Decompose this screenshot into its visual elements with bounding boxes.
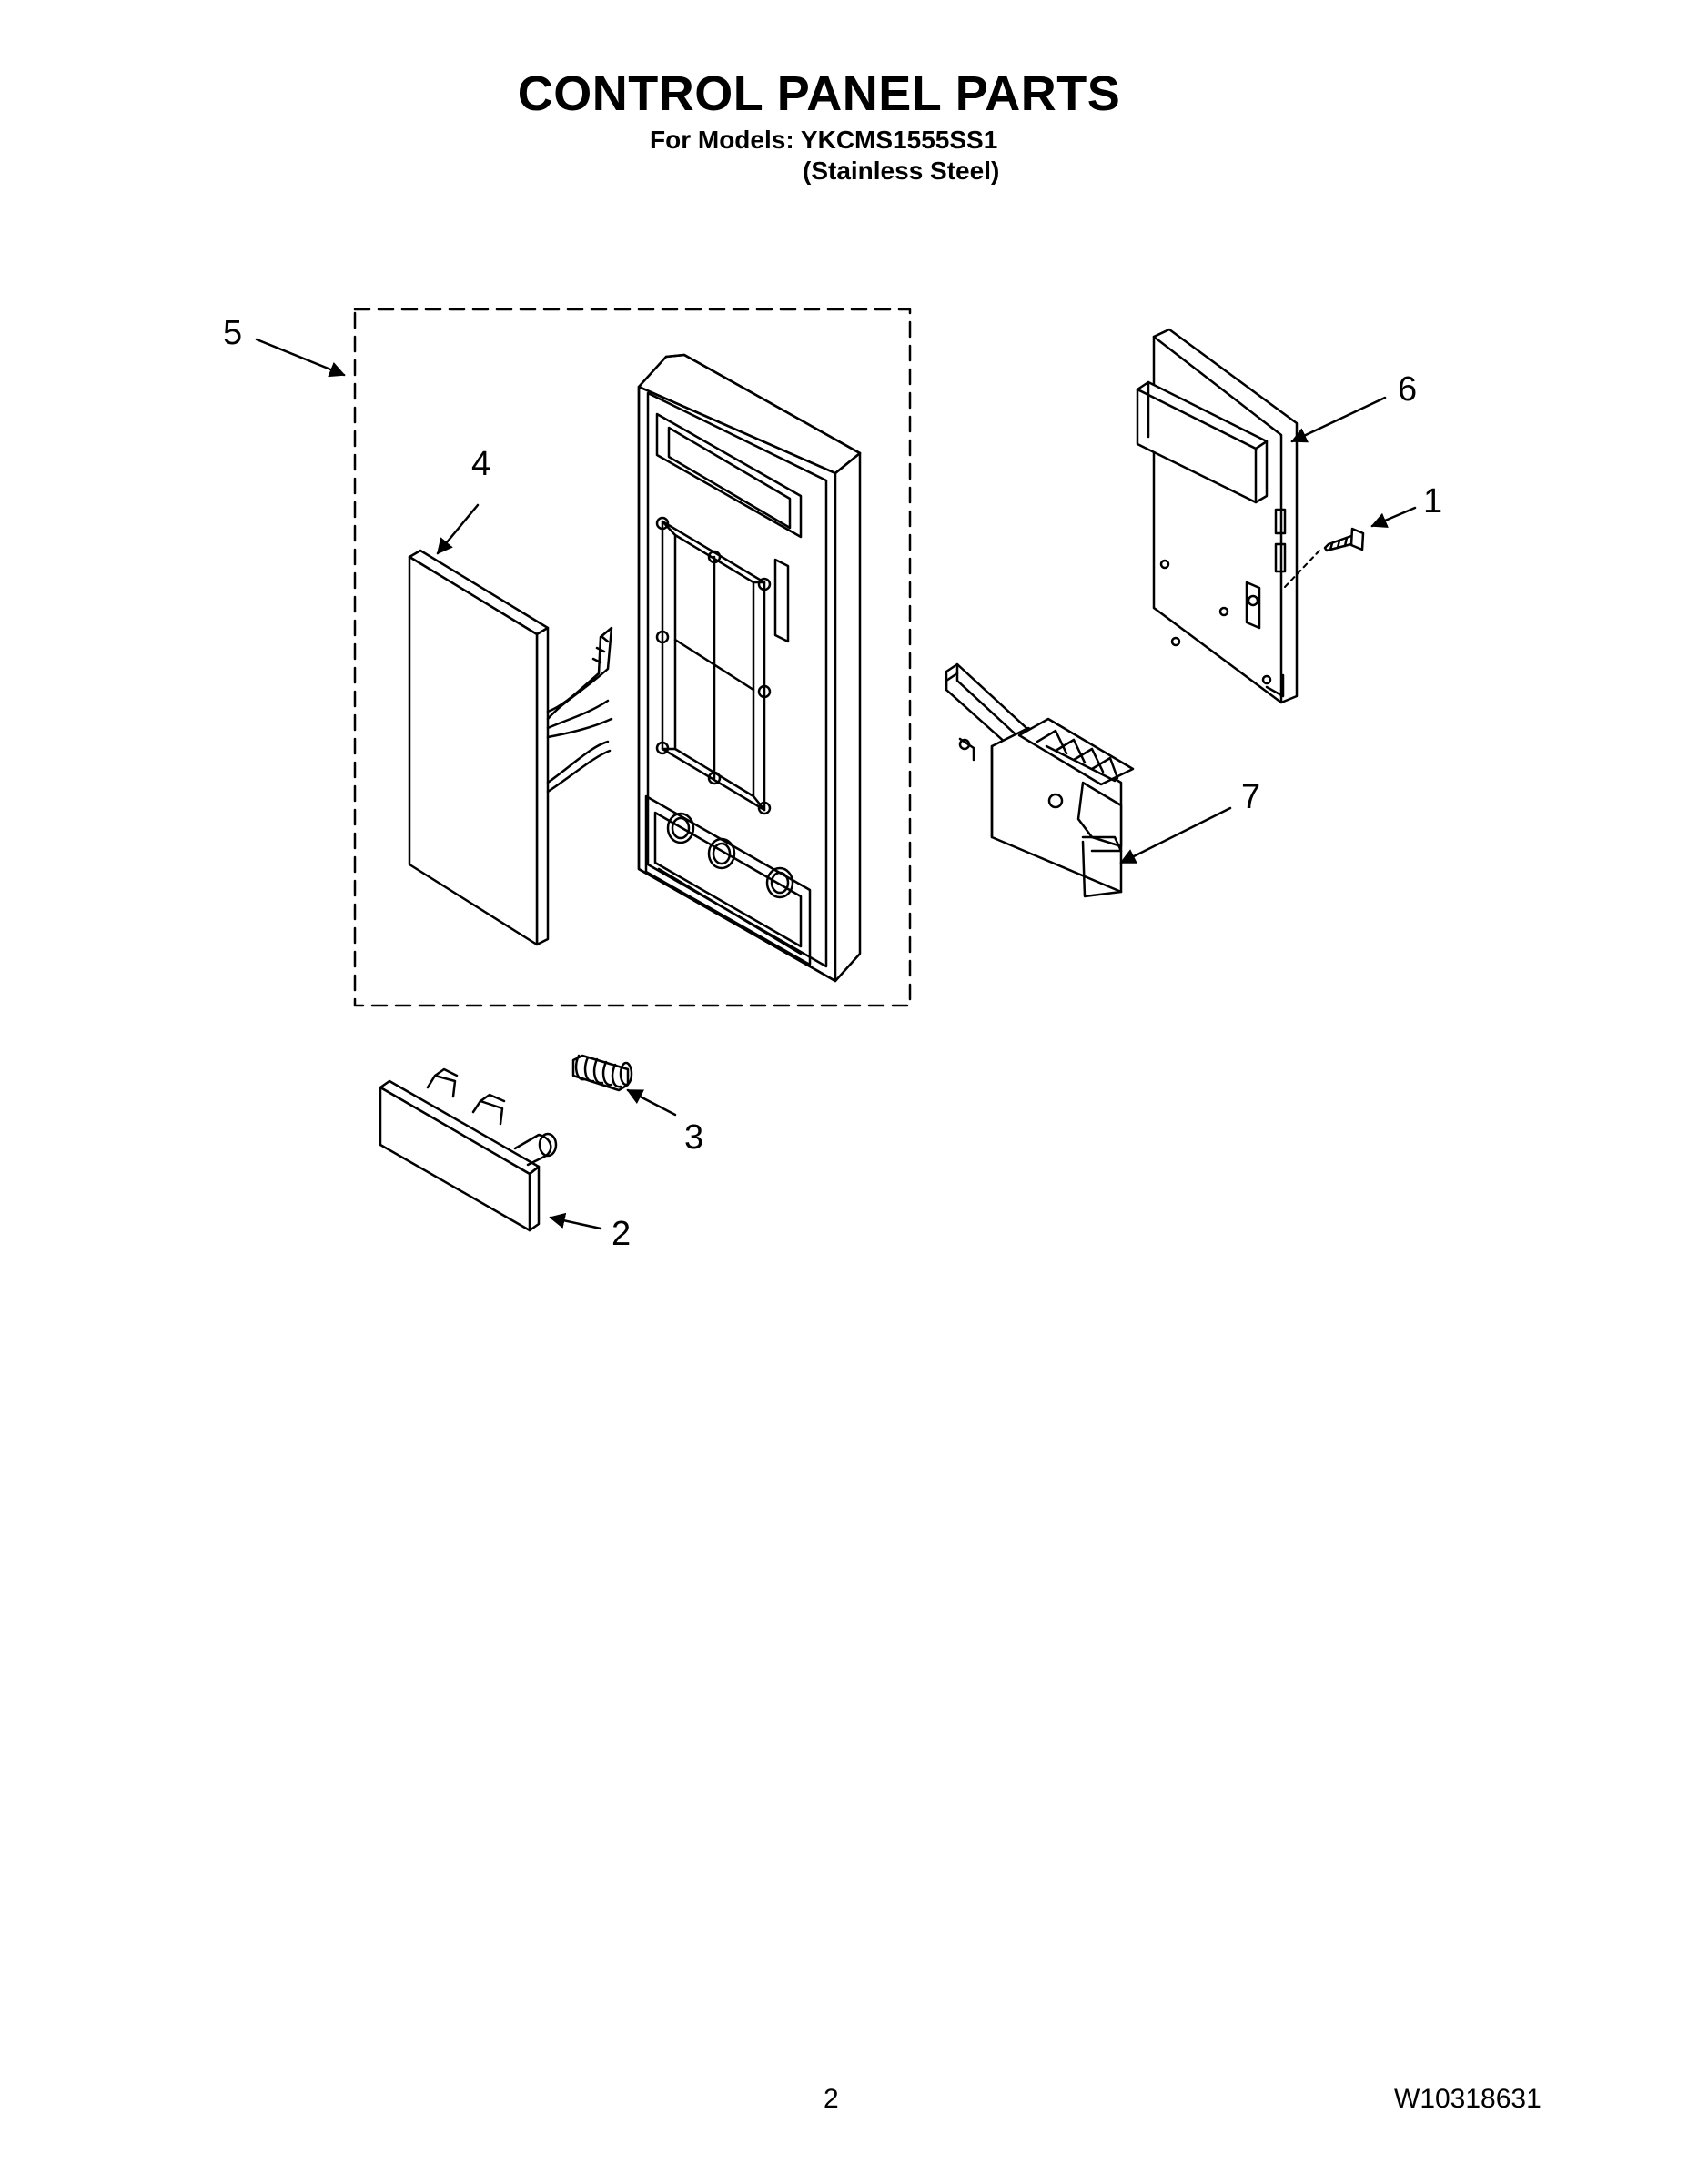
models-line: For Models: YKCMS1555SS1 bbox=[650, 126, 998, 154]
callout-4: 4 bbox=[471, 445, 490, 483]
part-3-spring bbox=[571, 1054, 633, 1092]
part-4-keypad bbox=[408, 549, 613, 946]
part-2-push-button bbox=[379, 1067, 558, 1232]
callout-1: 1 bbox=[1423, 482, 1442, 521]
leader-line-4 bbox=[436, 503, 480, 555]
assembly-boundary-box bbox=[353, 308, 912, 1007]
part-7-latch-assembly bbox=[945, 662, 1135, 898]
document-number: W10318631 bbox=[1394, 2084, 1541, 2114]
part-5-control-panel-frame bbox=[637, 353, 862, 983]
callout-7: 7 bbox=[1241, 778, 1260, 816]
callout-5: 5 bbox=[223, 314, 242, 352]
part-1-screw bbox=[1284, 527, 1365, 588]
leader-line-7 bbox=[1119, 806, 1232, 864]
page-title: CONTROL PANEL PARTS bbox=[517, 66, 1121, 121]
leader-line-2 bbox=[549, 1212, 602, 1230]
callout-3: 3 bbox=[684, 1118, 703, 1157]
leader-line-1 bbox=[1370, 506, 1417, 528]
leader-line-3 bbox=[626, 1088, 677, 1117]
finish-line: (Stainless Steel) bbox=[803, 157, 1000, 185]
leader-line-5 bbox=[255, 338, 346, 378]
callout-6: 6 bbox=[1398, 370, 1417, 409]
leader-line-6 bbox=[1290, 396, 1387, 443]
callout-2: 2 bbox=[612, 1215, 631, 1253]
page-number: 2 bbox=[824, 2084, 839, 2114]
part-6-control-board bbox=[1136, 328, 1299, 704]
